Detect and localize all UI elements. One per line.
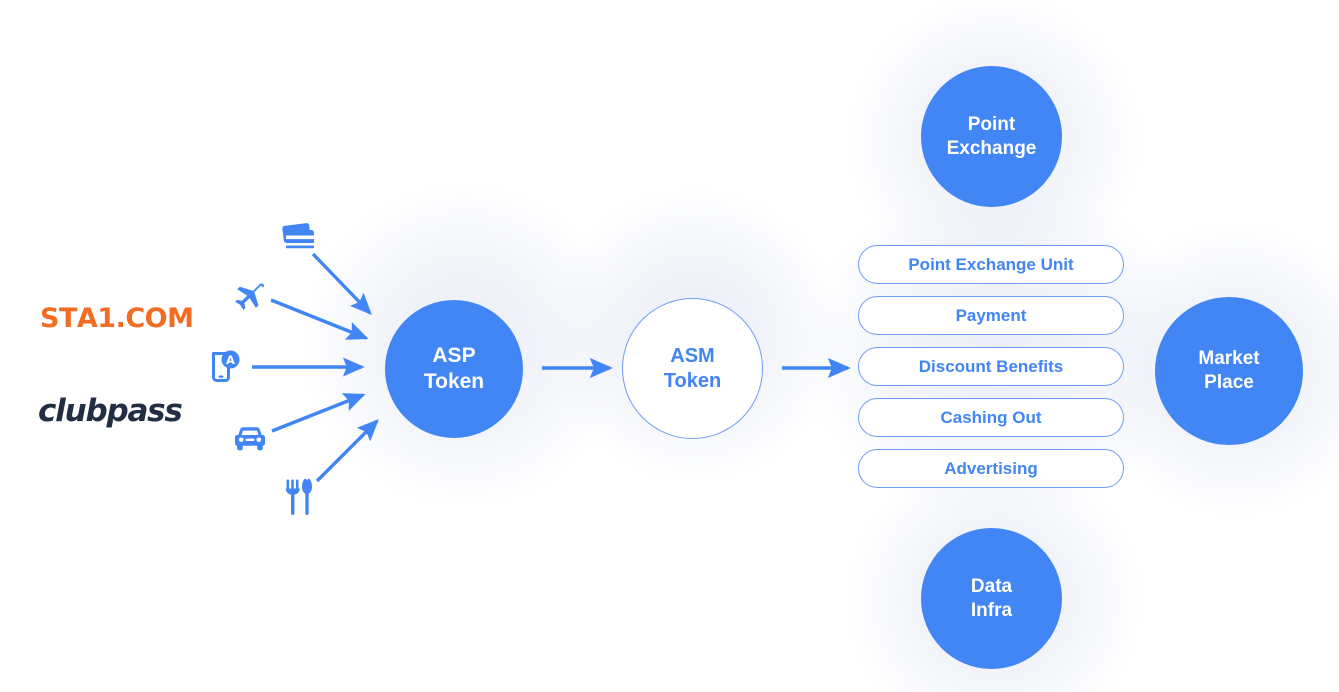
arrow-car-to-asp [271,393,366,433]
arrow-cards-to-asp [311,252,372,315]
mobile-app-icon: A [209,350,243,386]
sta1com-text-before: ST [40,303,77,334]
node-point-exchange[interactable]: Point Exchange [921,66,1062,207]
asm-token-line1: ASM [670,344,715,367]
airplane-icon [228,278,268,316]
pill-point-exchange-unit[interactable]: Point Exchange Unit [858,245,1124,284]
arrow-dining-to-asp [315,419,379,483]
asp-token-line1: ASP [432,343,476,367]
dining-icon [285,478,313,516]
asm-token-line2: Token [663,369,722,392]
pill-advertising[interactable]: Advertising [858,449,1124,488]
credit-cards-icon [279,222,319,254]
node-market-place[interactable]: Market Place [1155,297,1303,445]
market-place-line1: Market [1198,348,1260,370]
sta1com-triangle-a: A [76,303,98,334]
brand-logo-clubpass: clubpass [38,393,183,429]
pill-payment[interactable]: Payment [858,296,1124,335]
utility-pill-list: Point Exchange Unit Payment Discount Ben… [858,245,1124,488]
data-infra-line1: Data [970,575,1013,597]
car-icon [232,425,268,455]
point-exchange-line1: Point [967,113,1016,135]
brand-logo-sta1com: STA1.COM [40,303,194,334]
node-asm-token[interactable]: ASM Token [622,298,763,439]
arrow-flight-to-asp [270,298,369,340]
svg-text:A: A [226,353,235,367]
point-exchange-line2: Exchange [946,137,1037,159]
sta1com-text-after: 1.COM [97,303,194,334]
asp-token-line2: Token [423,370,485,393]
node-data-infra[interactable]: Data Infra [921,528,1062,669]
pill-discount-benefits[interactable]: Discount Benefits [858,347,1124,386]
pill-cashing-out[interactable]: Cashing Out [858,398,1124,437]
node-asp-token[interactable]: ASP Token [385,300,523,438]
market-place-line2: Place [1204,372,1254,393]
data-infra-line2: Infra [970,599,1013,621]
